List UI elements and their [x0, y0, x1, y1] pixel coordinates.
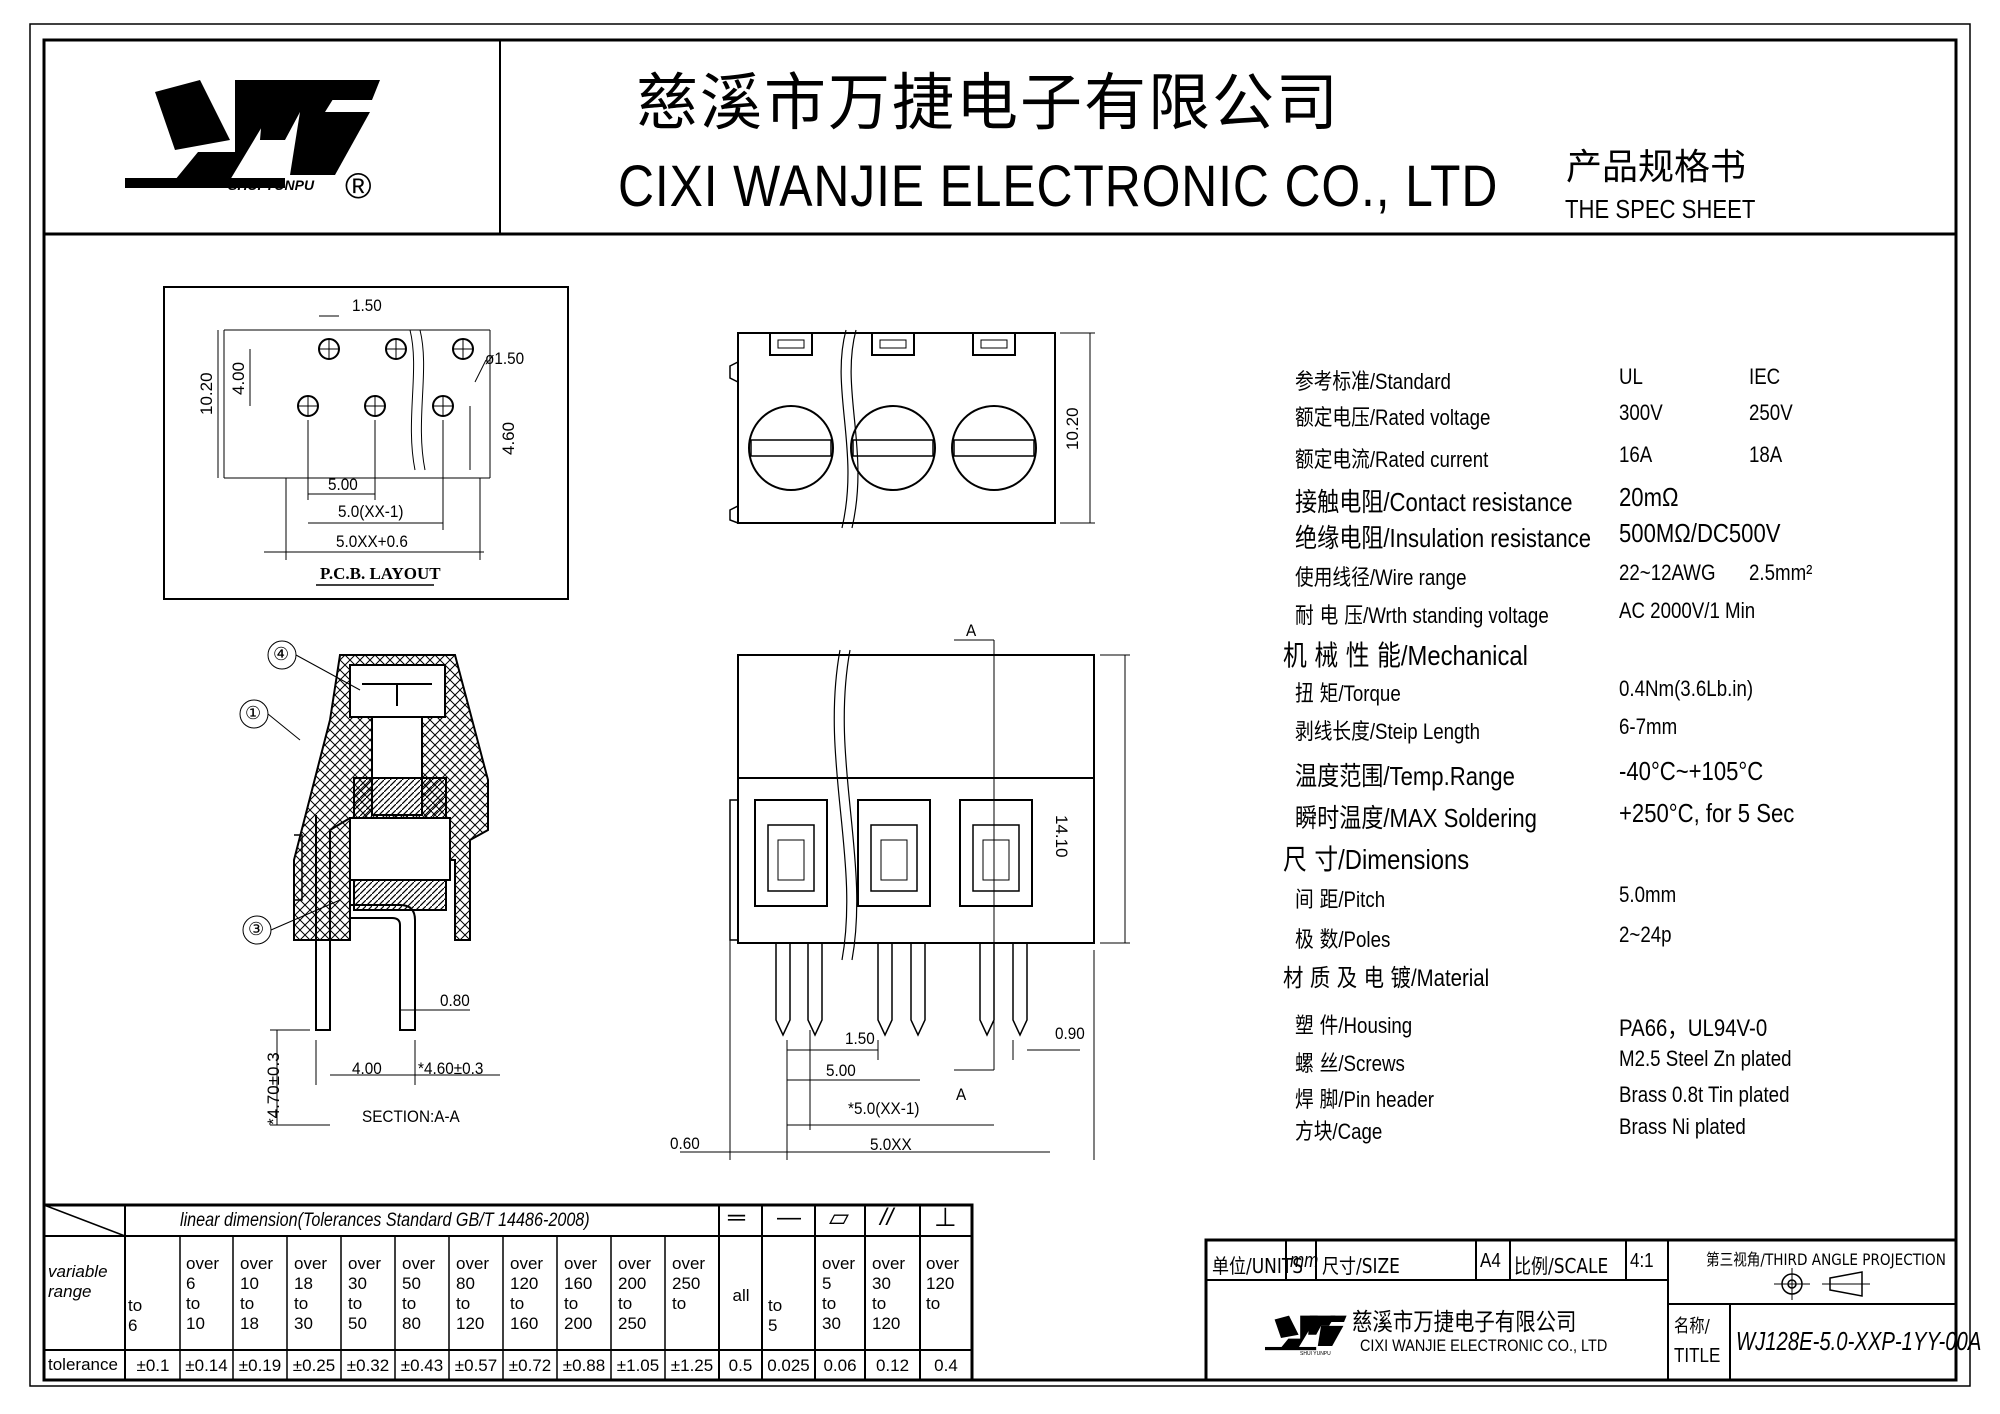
size-value: A4 — [1480, 1250, 1501, 1272]
range-cell: over 10 to 18 — [240, 1254, 274, 1333]
titleblock-logo-mark — [1265, 1315, 1347, 1351]
part-number: WJ128E-5.0-XXP-1YY-00A — [1736, 1326, 1982, 1356]
range-cell: over 30 to 120 — [872, 1254, 906, 1333]
dim-side-3: *5.0(XX-1) — [848, 1099, 920, 1118]
tolerance-cell: ±0.72 — [508, 1356, 552, 1375]
tolerance-range-label: variable range — [48, 1262, 108, 1301]
tolerance-value-label: tolerance — [48, 1355, 118, 1374]
pcb-layout-frame — [163, 286, 569, 600]
tolerance-cell: ±0.14 — [185, 1356, 228, 1375]
dim-side-2: 5.00 — [826, 1061, 856, 1080]
tolerance-cell: ±0.57 — [454, 1356, 498, 1375]
tolerance-cell: 0.06 — [823, 1356, 857, 1375]
front-view — [729, 329, 1095, 529]
tolerance-cell: ±0.25 — [292, 1356, 336, 1375]
dim-front-height: 10.20 — [1063, 407, 1082, 450]
company-name-cn: 慈溪市万捷电子有限公司 — [636, 66, 1341, 139]
dim-pcb-6: 5.00 — [328, 475, 358, 494]
callout-4: ④ — [273, 644, 290, 664]
dim-pcb-1: 1.50 — [352, 296, 382, 315]
range-cell: over 120 to 160 — [510, 1254, 544, 1333]
dim-side-4: 0.90 — [1055, 1024, 1085, 1043]
tolerance-cell: ±1.25 — [670, 1356, 714, 1375]
header-logo-mark — [125, 80, 380, 188]
symbol-flatness-icon: ▱ — [829, 1202, 849, 1232]
tolerance-cell: ±0.19 — [238, 1356, 282, 1375]
title-label-cn: 名称/ — [1674, 1316, 1710, 1337]
svg-text:SHUI YUNPU: SHUI YUNPU — [1300, 1351, 1331, 1357]
tolerance-table — [42, 1203, 974, 1382]
doc-title-cn: 产品规格书 — [1566, 147, 1747, 188]
dim-side-6: 5.0XX — [870, 1135, 912, 1154]
outer-border — [29, 23, 1971, 1387]
registered-mark: ® — [345, 165, 372, 206]
dim-pcb-2: ø1.50 — [485, 349, 525, 368]
tolerance-cell: 0.5 — [728, 1356, 753, 1375]
dim-side-5: 0.60 — [670, 1134, 700, 1153]
range-cell: over 80 to 120 — [456, 1254, 490, 1333]
projection-label: 第三视角/THIRD ANGLE PROJECTION — [1706, 1250, 1946, 1269]
range-cell: all — [732, 1286, 750, 1305]
title-block — [1204, 1238, 1958, 1382]
range-cell: over 6 to 10 — [186, 1254, 220, 1333]
tolerance-cell: ±1.05 — [616, 1356, 660, 1375]
symbol-perpendicular-icon: ⊥ — [934, 1202, 957, 1232]
range-cell: over 5 to 30 — [822, 1254, 856, 1333]
callout-3: ③ — [248, 919, 265, 939]
section-marker-top: A — [966, 621, 977, 640]
side-view — [680, 639, 1130, 1160]
dim-pcb-8: 5.0XX+0.6 — [336, 532, 408, 551]
logo-text: SHUI YUNPU — [228, 177, 315, 193]
section-marker-bottom: A — [956, 1085, 967, 1104]
dim-side-1: 1.50 — [845, 1029, 875, 1048]
symbol-straightness-icon: — — [777, 1204, 801, 1231]
company-name-en: CIXI WANJIE ELECTRONIC CO., LTD — [618, 154, 1499, 219]
range-cell: to 5 — [768, 1296, 783, 1335]
callout-1: ① — [245, 703, 262, 723]
range-cell: over 160 to 200 — [564, 1254, 598, 1333]
dim-sec-2: 4.00 — [352, 1059, 382, 1078]
range-cell: to 6 — [128, 1296, 143, 1335]
tolerance-cell: ±0.32 — [346, 1356, 390, 1375]
symbol-parallelism-icon: ═ — [728, 1204, 746, 1231]
tolerance-title: linear dimension(Tolerances Standard GB/… — [180, 1210, 590, 1231]
range-cell: over 250 to — [672, 1254, 706, 1313]
dim-pcb-7: 5.0(XX-1) — [338, 502, 404, 521]
tolerance-cell: 0.12 — [875, 1356, 910, 1375]
range-cell: over 50 to 80 — [402, 1254, 436, 1333]
title-label-en: TITLE — [1674, 1345, 1721, 1367]
inner-border — [42, 38, 1958, 1382]
symbol-parallel-icon: // — [880, 1204, 894, 1231]
scale-label: 比例/SCALE — [1514, 1254, 1609, 1278]
tolerance-cell: 0.025 — [767, 1356, 810, 1375]
dim-side-height: 14.10 — [1052, 815, 1071, 858]
units-value: mm — [1290, 1250, 1319, 1272]
range-cell: over 18 to 30 — [294, 1254, 328, 1333]
size-label: 尺寸/SIZE — [1322, 1254, 1400, 1278]
dim-sec-1: 0.80 — [440, 991, 470, 1010]
dim-pcb-5: 4.60 — [499, 421, 518, 455]
titleblock-company-cn: 慈溪市万捷电子有限公司 — [1352, 1308, 1577, 1336]
tolerance-cell: 0.4 — [934, 1356, 958, 1375]
range-cell: over 200 to 250 — [618, 1254, 652, 1333]
range-cell: over 30 to 50 — [348, 1254, 382, 1333]
titleblock-company-en: CIXI WANJIE ELECTRONIC CO., LTD — [1360, 1336, 1608, 1355]
doc-title-en: THE SPEC SHEET — [1565, 194, 1756, 224]
range-cell: over 120 to — [926, 1254, 960, 1313]
pcb-layout-title: P.C.B. LAYOUT — [320, 564, 441, 583]
dim-pcb-4: 4.00 — [229, 361, 248, 395]
section-title: SECTION:A-A — [362, 1107, 460, 1126]
dim-pcb-3: 10.20 — [197, 372, 216, 415]
tolerance-cell: ±0.1 — [136, 1356, 170, 1375]
tolerance-cell: ±0.88 — [562, 1356, 606, 1375]
dim-sec-3: *4.60±0.3 — [418, 1059, 484, 1078]
scale-value: 4:1 — [1630, 1250, 1654, 1272]
units-label: 单位/UNITS — [1212, 1254, 1304, 1278]
dim-sec-4: *4.70±0.3 — [264, 1052, 283, 1125]
tolerance-cell: ±0.43 — [400, 1356, 444, 1375]
section-aa — [239, 640, 500, 1126]
